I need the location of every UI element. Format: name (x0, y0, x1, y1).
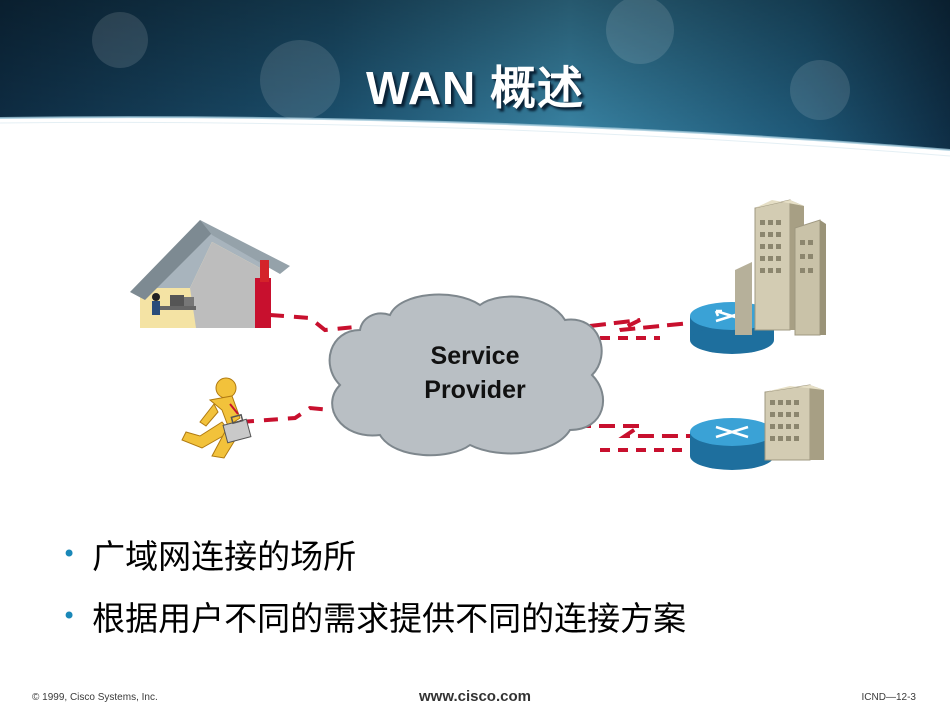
wan-diagram: Service Provider (0, 160, 950, 500)
page-title: WAN 概述 (365, 62, 585, 114)
link-cloud-router1 (589, 318, 701, 340)
link-cloud-router2 (575, 424, 700, 452)
office-building-icon (764, 384, 824, 461)
bullet-item: • 根据用户不同的需求提供不同的连接方案 (62, 585, 922, 647)
house-icon (130, 220, 290, 328)
header-banner: WAN 概述 (0, 0, 950, 160)
link-house-cloud (269, 313, 366, 333)
bullet-item: • 广域网连接的场所 (62, 523, 922, 585)
header-background (0, 0, 950, 157)
bullet-text: 广域网连接的场所 (92, 537, 357, 576)
bullet-dot-icon: • (62, 602, 77, 630)
mobile-user-icon (181, 377, 252, 459)
router-icon (690, 418, 774, 470)
cloud-label-line2: Provider (424, 376, 526, 404)
service-provider-cloud-icon (328, 293, 604, 457)
office-building-icon (735, 199, 826, 336)
footer-url: www.cisco.com (419, 688, 531, 705)
wan-diagram-graphic (130, 199, 826, 470)
footer-copyright: © 1999, Cisco Systems, Inc. (32, 692, 158, 703)
footer-page-number: ICND—12-3 (861, 692, 916, 703)
link-mobile-cloud (239, 405, 351, 424)
bullet-dot-icon: • (62, 540, 77, 568)
cloud-label-line1: Service (430, 342, 520, 370)
bullet-list: • 广域网连接的场所 • 根据用户不同的需求提供不同的连接方案 (62, 523, 922, 647)
bullet-text: 根据用户不同的需求提供不同的连接方案 (92, 599, 687, 638)
